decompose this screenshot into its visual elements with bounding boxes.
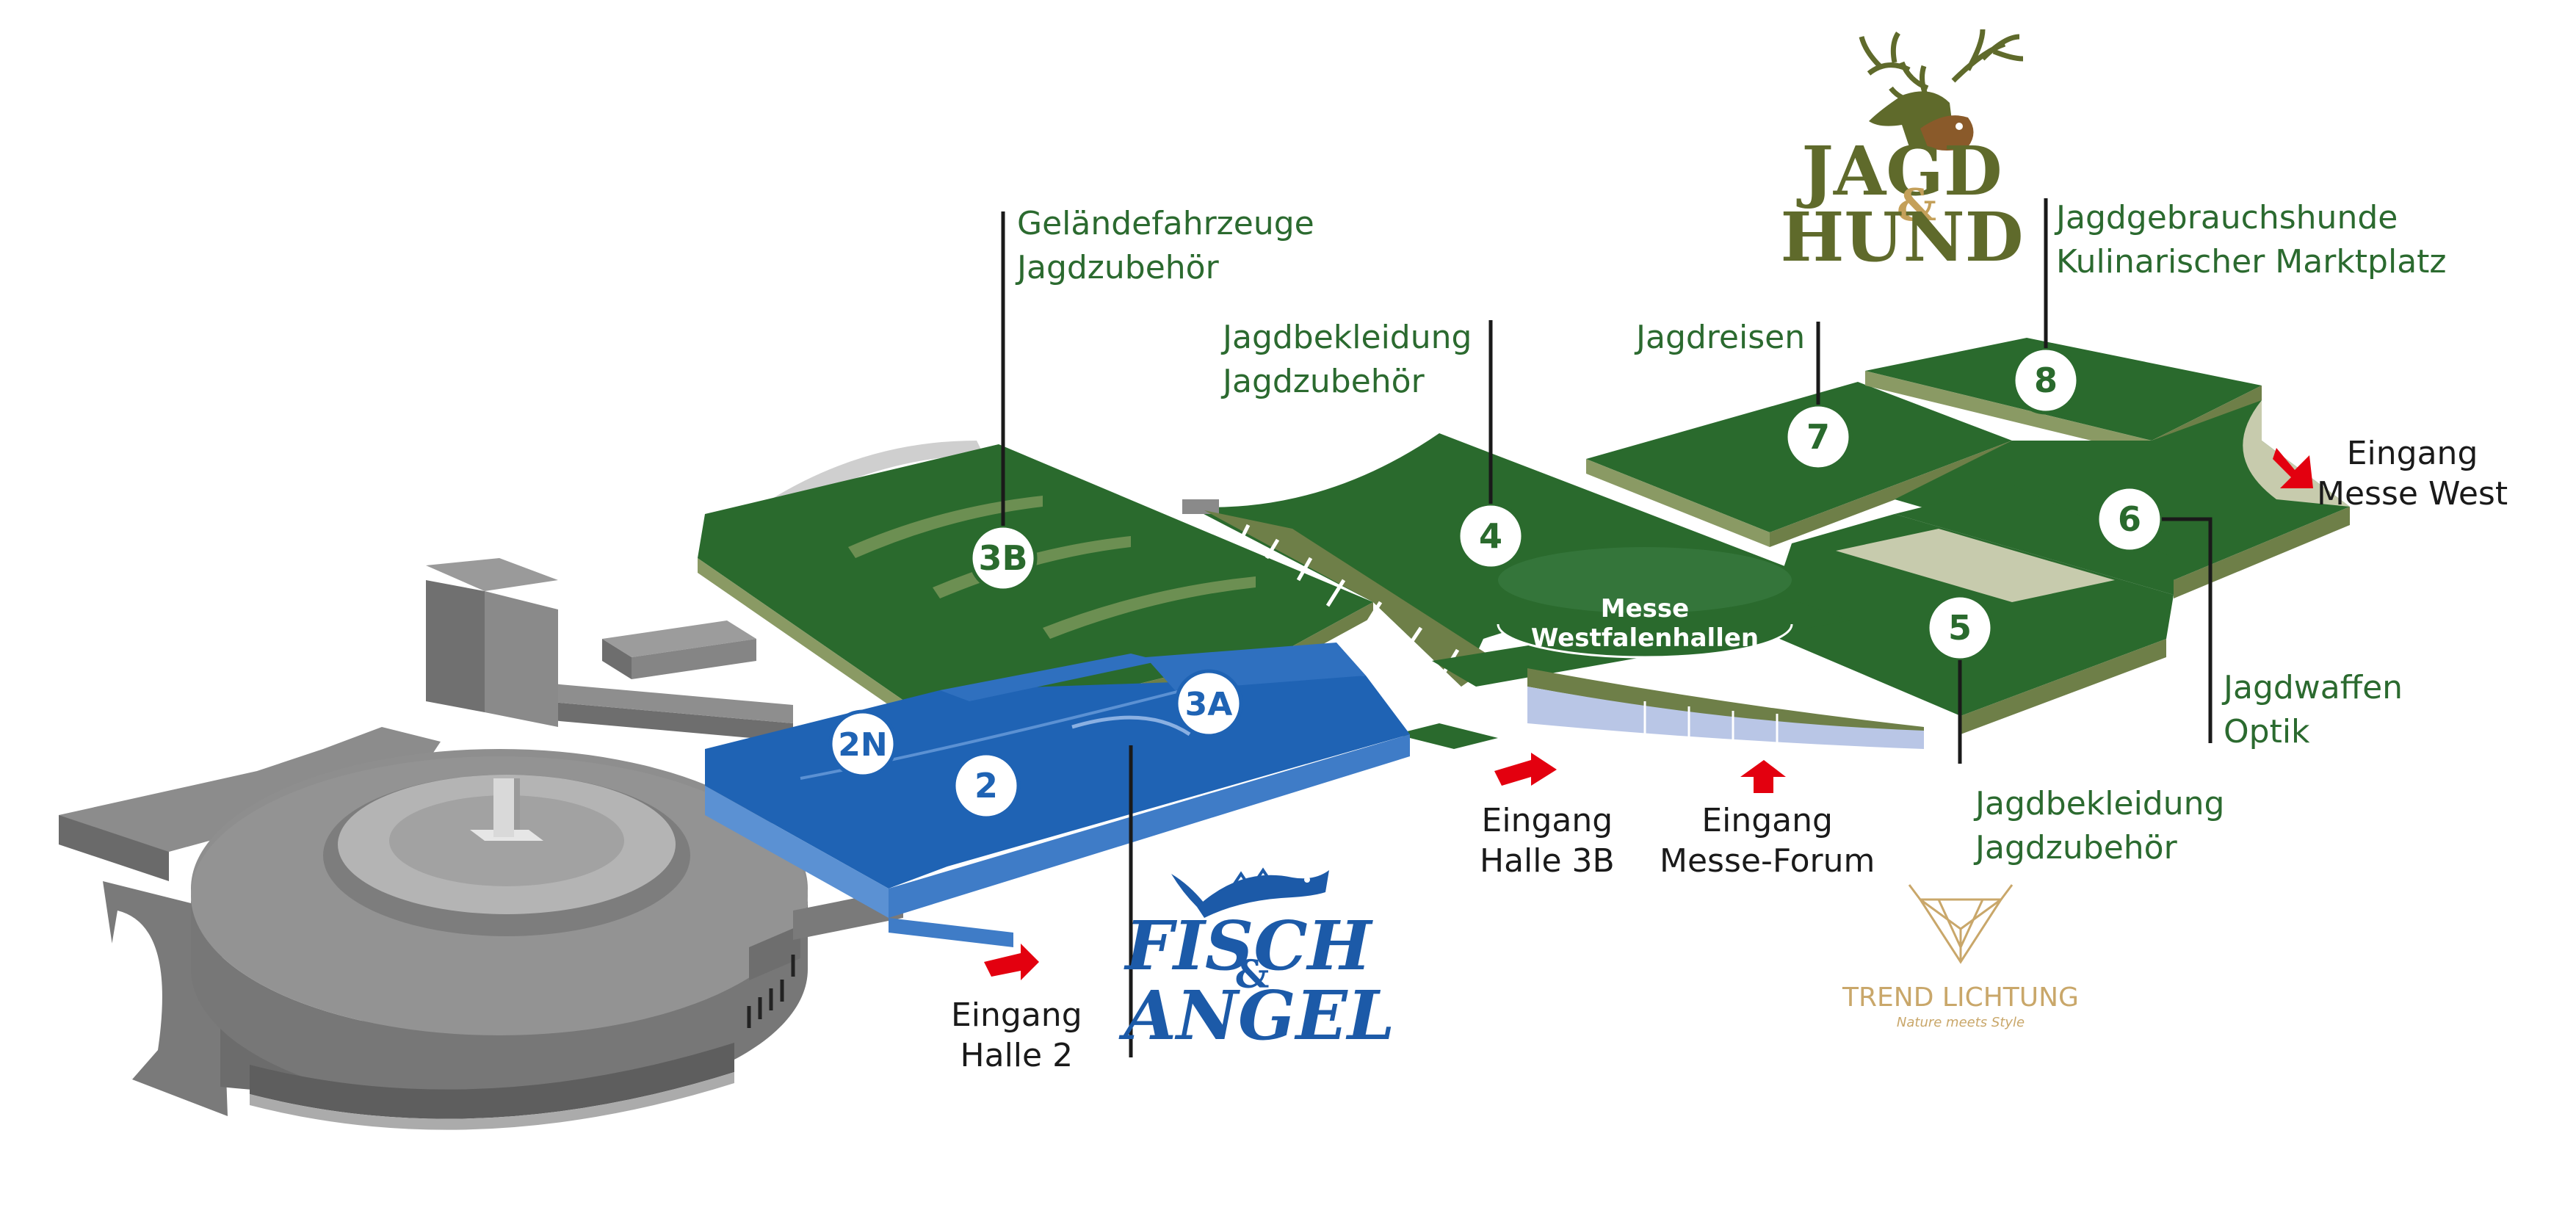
- entrance-line: Halle 2: [960, 1037, 1074, 1074]
- hall-number-markers: 3B 4 7 8 6 5 2N 2: [828, 346, 2164, 820]
- hall-number: 3B: [978, 538, 1027, 578]
- logo-text-angel: ANGEL: [1118, 976, 1395, 1055]
- logo-text-tagline: Nature meets Style: [1897, 1015, 2025, 1030]
- entrance-label-messe-west: Eingang Messe West: [2317, 433, 2508, 514]
- category-line: Jagdzubehör: [1223, 363, 1425, 400]
- entrance-line: Messe-Forum: [1660, 842, 1875, 880]
- entrance-line: Halle 3B: [1480, 842, 1615, 880]
- arrow-halle-3b-icon: [1494, 753, 1557, 786]
- logo-text-fisch: FISCH: [1124, 906, 1374, 985]
- category-line: Jagdzubehör: [1975, 829, 2177, 866]
- hall-number: 8: [2034, 361, 2058, 400]
- stag-head-icon: [1859, 29, 2024, 151]
- logo-text-trend-lichtung: TREND LICHTUNG: [1842, 983, 2079, 1013]
- logo-text-hund: HUND: [1780, 198, 2023, 277]
- logo-text-jagd: JAGD: [1796, 131, 2002, 211]
- entrance-line: Eingang: [1701, 802, 1833, 839]
- entrance-label-halle-2: Eingang Halle 2: [951, 995, 1082, 1076]
- hall-number: 7: [1806, 417, 1830, 457]
- logo-text-amp: &: [1897, 180, 1936, 231]
- rotunda-label-westfalenhallen: Westfalenhallen: [1531, 623, 1759, 653]
- hall-marker-2[interactable]: 2: [952, 751, 1021, 820]
- entrance-arrows: [984, 448, 2313, 980]
- leader-lines: [1001, 198, 2213, 1057]
- hall-2-area: [705, 643, 1410, 947]
- arrow-messe-forum-icon: [1740, 760, 1786, 793]
- hall-number: 2: [974, 766, 998, 806]
- deer-geometric-icon: [1908, 884, 2014, 964]
- entrance-label-halle-3b: Eingang Halle 3B: [1480, 800, 1615, 881]
- hall-number: 3A: [1185, 686, 1233, 723]
- hall-marker-5[interactable]: 5: [1925, 593, 1994, 662]
- hall-marker-3b[interactable]: 3B: [969, 524, 1038, 593]
- messe-westfalenhallen-rotunda: Messe Westfalenhallen: [1432, 547, 1924, 749]
- category-line: Jagdwaffen: [2224, 669, 2403, 706]
- category-label-hall-4: Jagdbekleidung Jagdzubehör: [1223, 316, 1472, 404]
- category-label-hall-5: Jagdbekleidung Jagdzubehör: [1975, 782, 2224, 870]
- entrance-line: Eingang: [1481, 802, 1613, 839]
- arrow-messe-west-icon: [2273, 448, 2313, 488]
- entrance-line: Eingang: [951, 996, 1082, 1034]
- hall-marker-7[interactable]: 7: [1784, 402, 1853, 471]
- hall-marker-3a[interactable]: 3A: [1174, 669, 1243, 738]
- category-line: Jagdbekleidung: [1223, 319, 1472, 356]
- hall-5-area: [1762, 485, 2174, 734]
- entrance-3b-canopy: [1395, 723, 1498, 749]
- hall-marker-4[interactable]: 4: [1456, 502, 1525, 571]
- hall-marker-6[interactable]: 6: [2095, 485, 2164, 554]
- rotunda-label-messe: Messe: [1601, 594, 1689, 623]
- hall-number: 4: [1479, 516, 1502, 556]
- entrance-label-messe-forum: Eingang Messe-Forum: [1660, 800, 1875, 881]
- hall-marker-8[interactable]: 8: [2011, 346, 2080, 415]
- category-label-hall-7: Jagdreisen: [1636, 316, 1805, 360]
- category-line: Jagdbekleidung: [1975, 785, 2225, 822]
- hall-number: 5: [1948, 608, 1972, 648]
- category-line: Kulinarischer Marktplatz: [2056, 243, 2447, 281]
- jagd-und-hund-logo: JAGD & HUND: [1780, 29, 2024, 277]
- category-label-hall-6: Jagdwaffen Optik: [2224, 666, 2403, 754]
- category-label-hall-3b: Geländefahrzeuge Jagdzubehör: [1017, 202, 1314, 290]
- category-line: Jagdgebrauchshunde: [2056, 199, 2398, 236]
- category-label-hall-8: Jagdgebrauchshunde Kulinarischer Marktpl…: [2056, 196, 2447, 284]
- fish-icon: [1171, 867, 1329, 918]
- fisch-und-angel-logo: FISCH & ANGEL: [1118, 867, 1395, 1055]
- hall-number: 6: [2118, 499, 2141, 539]
- category-line: Jagdreisen: [1636, 319, 1806, 356]
- entrance-line: Eingang: [2346, 435, 2478, 472]
- category-line: Geländefahrzeuge: [1017, 205, 1314, 242]
- hall-number: 2N: [838, 726, 887, 764]
- westfalenhalle-building: [59, 558, 903, 1130]
- arrow-halle-2-icon: [984, 944, 1039, 980]
- hall-marker-2n[interactable]: 2N: [828, 709, 897, 778]
- category-line: Jagdzubehör: [1017, 249, 1219, 286]
- entrance-line: Messe West: [2317, 475, 2508, 513]
- trend-lichtung-logo: TREND LICHTUNG Nature meets Style: [1842, 884, 2079, 1030]
- logo-text-amp: &: [1235, 952, 1270, 997]
- category-line: Optik: [2224, 713, 2310, 750]
